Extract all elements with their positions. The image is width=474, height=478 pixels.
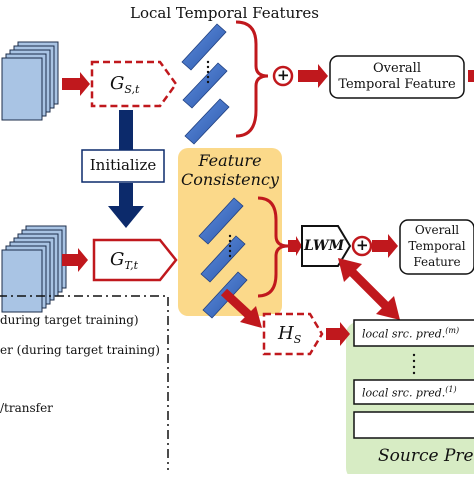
source-feature-bars [181, 23, 230, 145]
target-overall-feature-line2: Temporal [408, 239, 466, 253]
target-bars-ellipsis [228, 234, 232, 258]
source-plus-arrow [298, 64, 328, 88]
local-temporal-features-title: Local Temporal Features [130, 4, 319, 22]
prediction-box-1 [353, 379, 474, 405]
legend-line-1: during target training) [0, 313, 139, 327]
hs-block [262, 312, 324, 356]
prediction-m-label: local src. pred.(m) [362, 326, 460, 341]
source-clips-arrow [62, 72, 90, 96]
lwm-label: LWM [304, 238, 345, 254]
target-overall-feature-line1: Overall [414, 223, 460, 237]
source-bars-ellipsis [206, 60, 210, 84]
source-predictions-title: Source Pre [378, 446, 474, 466]
target-generator-label: GT,t [110, 249, 139, 272]
target-overall-feature-box [399, 219, 474, 275]
hs-output-arrow [326, 322, 350, 346]
target-video-clips [1, 225, 67, 313]
source-generator-block [90, 60, 178, 108]
initialize-box [81, 149, 165, 183]
feature-consistency-line2: Consistency [181, 170, 279, 189]
target-plus-node [351, 235, 373, 257]
initialize-label: Initialize [89, 156, 157, 174]
hs-label: HS [278, 323, 302, 346]
target-plus-symbol: + [356, 236, 369, 254]
legend-line-3: /transfer [0, 401, 53, 415]
predictions-ellipsis [412, 353, 416, 375]
source-output-arrow [468, 70, 474, 82]
bars-to-hs-arrow [220, 288, 262, 328]
source-overall-feature-line1: Overall [373, 61, 421, 76]
source-overall-feature-line2: Temporal Feature [338, 77, 456, 92]
legend-line-2: er (during target training) [0, 343, 160, 357]
target-overall-feature-line3: Feature [413, 255, 461, 269]
target-plus-arrow [372, 234, 398, 258]
source-plus-node [272, 65, 294, 87]
source-video-clips [1, 41, 59, 121]
prediction-box-extra [353, 411, 474, 439]
feature-consistency-line1: Feature [198, 151, 262, 170]
initialize-arrow [108, 110, 144, 228]
source-plus-symbol: + [277, 66, 290, 84]
legend-box [0, 295, 169, 470]
source-overall-feature-box [329, 55, 465, 99]
target-generator-block [92, 238, 178, 282]
lwm-block [301, 225, 352, 267]
source-brace [235, 20, 269, 138]
prediction-1-label: local src. pred.(1) [362, 385, 457, 400]
target-brace-arrow [288, 236, 302, 256]
prediction-box-m [353, 319, 474, 347]
lwm-predictions-arrow [338, 258, 400, 320]
target-clips-arrow [62, 248, 88, 272]
source-generator-label: GS,t [110, 73, 140, 96]
